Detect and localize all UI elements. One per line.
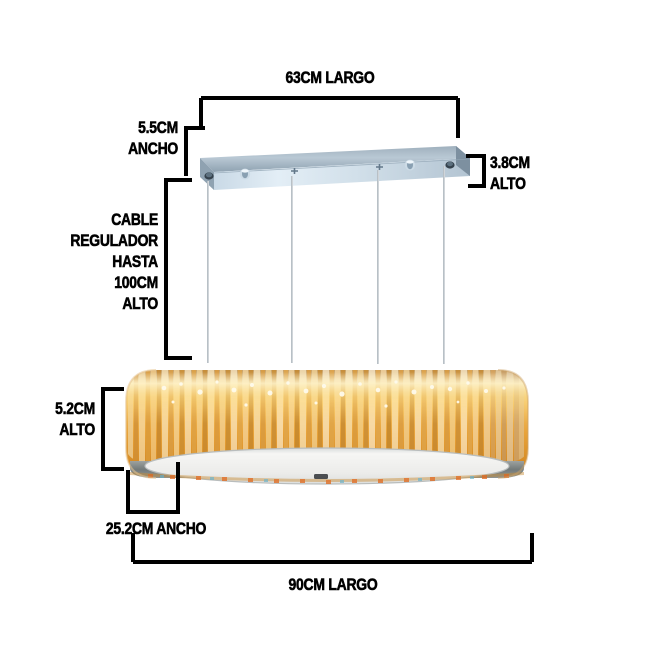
suspension-cable-2 [291, 176, 293, 363]
label-90cm-largo: 90CM LARGO [288, 575, 378, 595]
label-cable-regulador: CABLE REGULADOR HASTA 100CM ALTO [70, 210, 158, 314]
label-3-8cm-alto: 3.8CM ALTO [490, 153, 531, 194]
crystal-sparkles [161, 380, 506, 408]
label-25-2cm-ancho: 25.2CM ANCHO [105, 519, 207, 539]
suspension-cable-3 [377, 170, 379, 364]
crystal-rods [126, 370, 528, 462]
label-5-2cm-alto: 5.2CM ALTO [55, 399, 96, 440]
canopy-fittings [204, 159, 455, 180]
diffuser-panel [145, 448, 509, 484]
canopy-bar [198, 144, 470, 192]
suspension-cable-1 [207, 181, 209, 363]
label-63cm-largo: 63CM LARGO [285, 68, 375, 88]
suspension-cable-4 [443, 166, 445, 364]
label-5-5cm-ancho: 5.5CM ANCHO [128, 118, 179, 159]
crystal-body [125, 369, 529, 485]
